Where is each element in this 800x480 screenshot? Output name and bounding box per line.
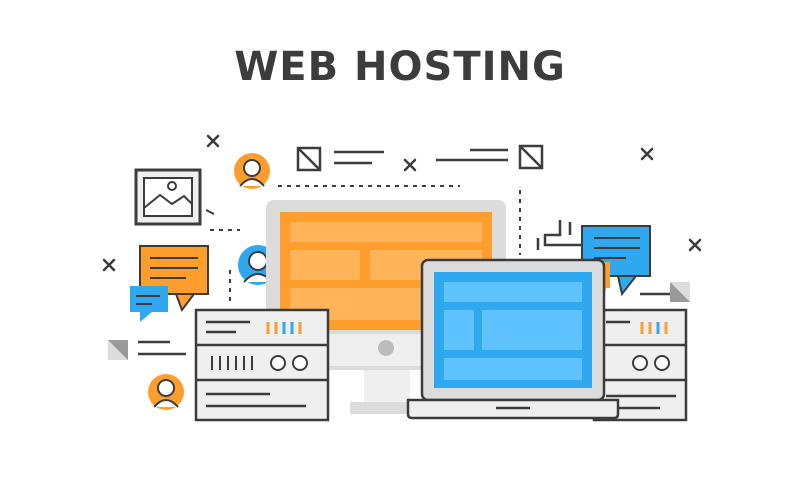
user-icon (148, 374, 184, 410)
checkbox-icon (436, 144, 544, 170)
chat-bubble-icon (130, 286, 168, 322)
page-title: WEB HOSTING (234, 44, 566, 90)
user-icon (234, 153, 270, 189)
checkbox-icon (108, 340, 186, 360)
connector-bracket (536, 220, 585, 250)
image-icon (134, 168, 215, 226)
checkbox-icon (670, 282, 690, 302)
close-icon (102, 134, 702, 272)
connector-lines (210, 185, 521, 306)
laptop-icon (406, 258, 620, 420)
server-rack-icon (194, 308, 330, 422)
checkbox-icon (296, 146, 384, 172)
